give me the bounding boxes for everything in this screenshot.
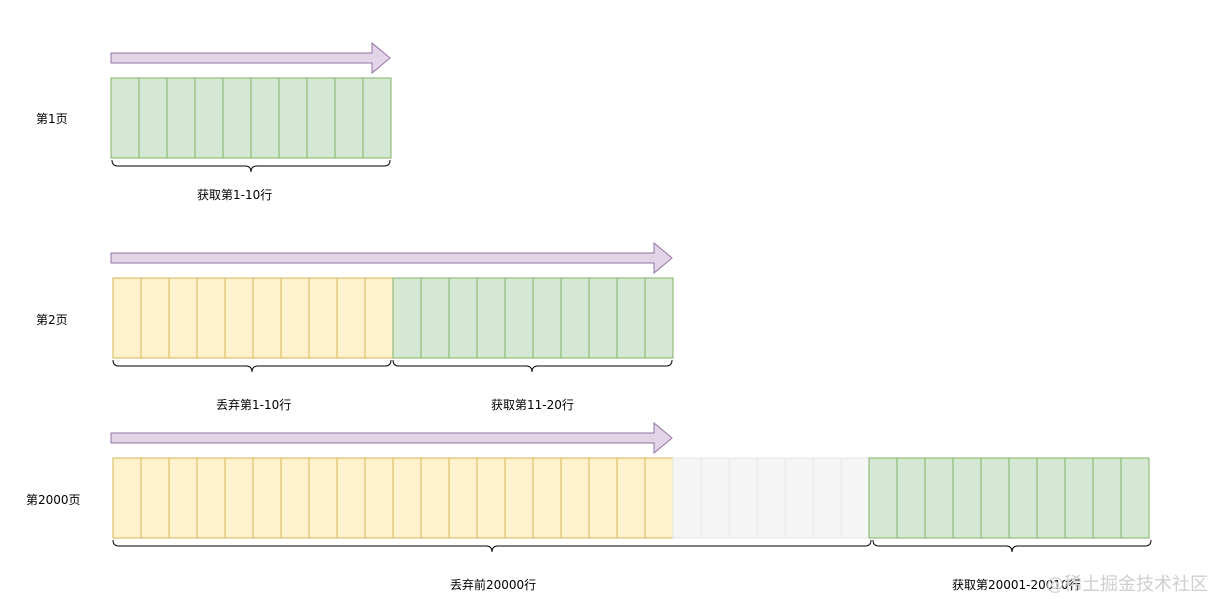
fetch-cell	[952, 457, 982, 539]
brace-fetch-page-2000	[872, 539, 1152, 553]
discard-cell	[280, 457, 310, 539]
fetch-cell	[110, 77, 140, 159]
fetch-cell	[896, 457, 926, 539]
fetch-cell	[194, 77, 224, 159]
cells-fetch-page-2000	[868, 457, 1150, 539]
cells-fetch-page-2	[392, 277, 674, 359]
gap-cell	[812, 457, 842, 539]
brace-fetch-page-1	[111, 159, 391, 173]
scan-arrow-page-1	[110, 41, 391, 75]
fetch-cell	[222, 77, 252, 159]
discard-cell	[448, 457, 478, 539]
cells-discard-page-2	[112, 277, 394, 359]
discard-cell	[252, 457, 282, 539]
cells-gap-page-2000	[672, 457, 870, 539]
discard-cell	[168, 457, 198, 539]
discard-cell	[392, 457, 422, 539]
segment-label-fetch-2: 获取第11-20行	[491, 398, 574, 412]
fetch-cell	[1036, 457, 1066, 539]
discard-cell	[140, 277, 170, 359]
fetch-cell	[420, 277, 450, 359]
discard-cell	[364, 277, 394, 359]
discard-cell	[644, 457, 674, 539]
gap-cell	[756, 457, 786, 539]
fetch-cell	[476, 277, 506, 359]
gap-cell	[728, 457, 758, 539]
gap-cell	[672, 457, 702, 539]
row-page-2	[110, 241, 674, 373]
segment-label-fetch-1: 获取第1-10行	[197, 188, 273, 202]
brace-discard-page-2	[112, 359, 392, 373]
fetch-cell	[250, 77, 280, 159]
fetch-cell	[392, 277, 422, 359]
discard-cell	[112, 277, 142, 359]
fetch-cell	[560, 277, 590, 359]
page-label-2000: 第2000页	[26, 493, 81, 507]
segment-label-discard-2000: 丢弃前20000行	[450, 578, 537, 592]
fetch-cell	[588, 277, 618, 359]
fetch-cell	[138, 77, 168, 159]
fetch-cell	[166, 77, 196, 159]
brace-discard-page-2000	[112, 539, 872, 553]
row-page-1	[110, 41, 392, 173]
gap-cell	[840, 457, 870, 539]
cells-fetch-page-1	[110, 77, 392, 159]
fetch-cell	[448, 277, 478, 359]
segment-label-discard-2: 丢弃第1-10行	[216, 398, 292, 412]
discard-cell	[616, 457, 646, 539]
brace-fetch-page-2	[392, 359, 673, 373]
discard-cell	[308, 277, 338, 359]
discard-cell	[504, 457, 534, 539]
fetch-cell	[868, 457, 898, 539]
fetch-cell	[1008, 457, 1038, 539]
fetch-cell	[504, 277, 534, 359]
fetch-cell	[1120, 457, 1150, 539]
fetch-cell	[644, 277, 674, 359]
fetch-cell	[1064, 457, 1094, 539]
discard-cell	[224, 277, 254, 359]
discard-cell	[112, 457, 142, 539]
discard-cell	[336, 277, 366, 359]
fetch-cell	[278, 77, 308, 159]
fetch-cell	[616, 277, 646, 359]
gap-cell	[784, 457, 814, 539]
fetch-cell	[362, 77, 392, 159]
fetch-cell	[306, 77, 336, 159]
scan-arrow-page-2000	[110, 421, 673, 455]
gap-cell	[700, 457, 730, 539]
discard-cell	[168, 277, 198, 359]
page-label-1: 第1页	[36, 112, 68, 126]
row-page-2000	[110, 421, 1152, 553]
discard-cell	[588, 457, 618, 539]
fetch-cell	[532, 277, 562, 359]
scan-arrow-page-2	[110, 241, 673, 275]
segment-label-fetch-2000: 获取第20001-20010行	[952, 578, 1081, 592]
page-label-2: 第2页	[36, 313, 68, 327]
fetch-cell	[334, 77, 364, 159]
discard-cell	[280, 277, 310, 359]
discard-cell	[196, 277, 226, 359]
discard-cell	[364, 457, 394, 539]
discard-cell	[476, 457, 506, 539]
discard-cell	[252, 277, 282, 359]
fetch-cell	[1092, 457, 1122, 539]
fetch-cell	[924, 457, 954, 539]
cells-discard-page-2000	[112, 457, 674, 539]
discard-cell	[308, 457, 338, 539]
watermark: @稀土掘金技术社区	[1046, 574, 1208, 595]
discard-cell	[196, 457, 226, 539]
fetch-cell	[980, 457, 1010, 539]
discard-cell	[420, 457, 450, 539]
discard-cell	[560, 457, 590, 539]
discard-cell	[224, 457, 254, 539]
discard-cell	[532, 457, 562, 539]
discard-cell	[336, 457, 366, 539]
discard-cell	[140, 457, 170, 539]
